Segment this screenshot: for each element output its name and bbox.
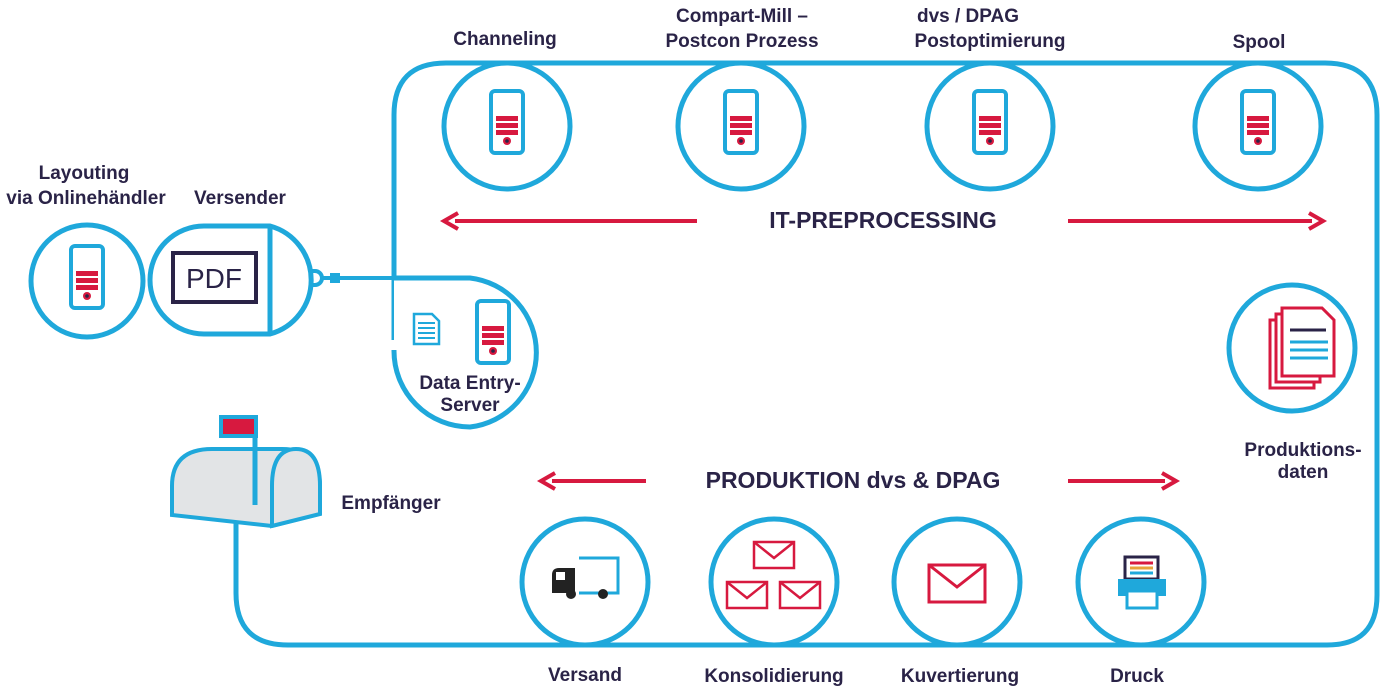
stage-produktionsdaten: Produktions- daten [1226, 282, 1362, 483]
it-preprocessing-section: IT-PREPROCESSING [439, 207, 1328, 233]
server-icon [1240, 89, 1276, 155]
stage-label-line1: Produktions- [1244, 440, 1361, 461]
stage-label-line2: via Onlinehändler [6, 188, 166, 209]
server-icon [723, 89, 759, 155]
mailbox-icon [170, 415, 322, 529]
stage-label-line1: Data Entry- [419, 373, 520, 394]
stage-label-line2: Postcon Prozess [665, 31, 818, 52]
pdf-label: PDF [186, 263, 242, 294]
stage-label: Spool [1233, 32, 1286, 53]
stage-label: Konsolidierung [704, 666, 843, 687]
produktion-label: PRODUKTION dvs & DPAG [706, 467, 1001, 493]
stage-konsolidierung: Konsolidierung [704, 516, 844, 687]
pdf-document-icon: PDF [171, 251, 258, 304]
server-icon [69, 244, 105, 310]
stage-label-line1: Compart-Mill – [676, 6, 808, 27]
document-icon [412, 312, 441, 346]
stage-versand: Versand [519, 516, 651, 686]
stage-label: Channeling [453, 29, 556, 50]
stage-empfaenger: Empfänger [170, 415, 441, 529]
stage-channeling: Channeling [441, 29, 573, 192]
documents-stack-icon [1268, 306, 1336, 390]
stage-compart: Compart-Mill – Postcon Prozess [665, 6, 819, 192]
stage-label: Druck [1110, 666, 1164, 687]
envelope-icon [927, 563, 987, 604]
truck-icon [552, 556, 620, 599]
stage-label: Versand [548, 665, 622, 686]
it-preprocessing-label: IT-PREPROCESSING [769, 207, 996, 233]
stage-label: Versender [194, 188, 286, 209]
produktion-section: PRODUKTION dvs & DPAG [536, 467, 1181, 493]
stage-layouting: Layouting via Onlinehändler [6, 163, 166, 340]
stage-dvs: dvs / DPAG Postoptimierung [915, 6, 1066, 192]
stage-label: Kuvertierung [901, 666, 1019, 687]
server-icon [489, 89, 525, 155]
stage-spool: Spool [1192, 32, 1324, 192]
stage-versender: PDF Versender [147, 188, 314, 337]
stage-label-line1: dvs / DPAG [917, 6, 1019, 27]
stage-kuvertierung: Kuvertierung [891, 516, 1023, 687]
stage-label-line2: Server [440, 395, 500, 416]
stage-label-line1: Layouting [39, 163, 130, 184]
process-loop [233, 60, 1380, 648]
stage-label: Empfänger [341, 493, 441, 514]
stage-data-entry: Data Entry- Server [391, 275, 539, 430]
printer-icon [1118, 555, 1166, 610]
stage-druck: Druck [1075, 516, 1207, 687]
server-icon [972, 89, 1008, 155]
stage-label-line2: Postoptimierung [915, 31, 1066, 52]
stage-label-line2: daten [1278, 462, 1329, 483]
server-icon [475, 299, 511, 365]
